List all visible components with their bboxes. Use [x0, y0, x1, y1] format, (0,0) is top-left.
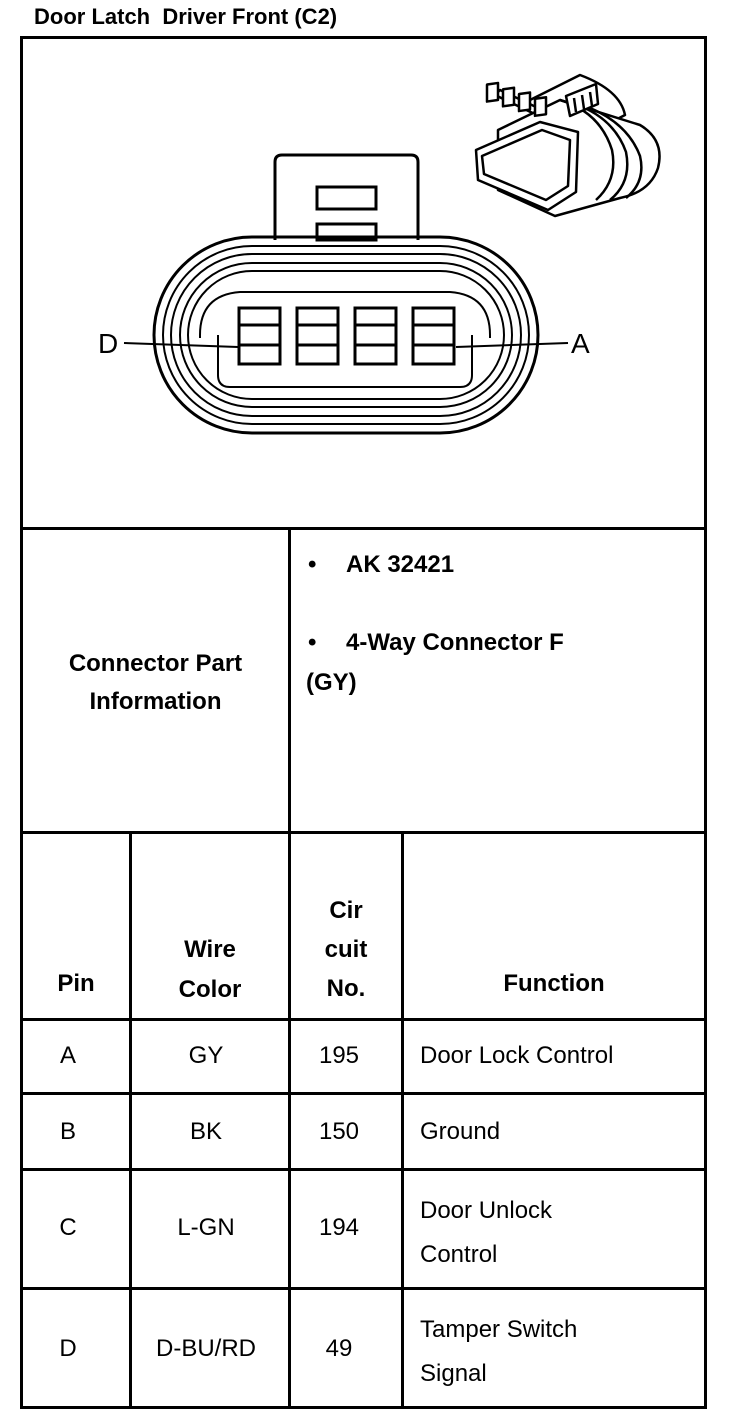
frame-top-border: [20, 36, 707, 39]
table-header-divider: [20, 1018, 707, 1021]
frame-bottom-border: [20, 1406, 707, 1409]
row-c-function-line2: Control: [420, 1241, 498, 1268]
connector-body-outline: [152, 235, 540, 435]
connector-info-label: Connector Part Information: [23, 645, 288, 721]
connector-info-label-line2: Information: [89, 688, 222, 715]
header-pin: Pin: [57, 970, 95, 997]
row-c-color: L-GN: [177, 1214, 235, 1241]
connector-info-label-line1: Connector Part: [68, 650, 243, 677]
connector-iso-view: [474, 73, 661, 218]
bullet-part-number: • AK 32421: [308, 551, 454, 579]
page-title: Door Latch Driver Front (C2): [34, 4, 338, 29]
row-b-pin: B: [59, 1118, 76, 1145]
bullet-icon: •: [308, 551, 317, 578]
row-d-function-line1: Tamper Switch: [420, 1316, 578, 1343]
row-d-function: Tamper Switch Signal: [420, 1308, 577, 1396]
bullet-connector-type: • 4-Way Connector F: [308, 629, 564, 657]
row-a-circuit: 195: [318, 1042, 360, 1069]
row-c-pin: C: [59, 1214, 77, 1241]
row-d-pin: D: [59, 1335, 77, 1362]
table-col-line-1: [129, 831, 132, 1409]
frame-right-border: [704, 36, 707, 1409]
row-d-color: D-BU/RD: [156, 1335, 256, 1362]
row-c-function-line1: Door Unlock: [420, 1197, 553, 1224]
row-b-function: Ground: [420, 1118, 501, 1145]
row-a-function: Door Lock Control: [420, 1042, 614, 1069]
table-row-divider-1: [20, 1092, 707, 1095]
connector-pin-cavities: [237, 306, 456, 366]
row-c-circuit: 194: [318, 1214, 360, 1241]
row-d-circuit: 49: [325, 1335, 353, 1362]
table-col-line-2: [288, 831, 291, 1409]
info-vertical-divider: [288, 527, 291, 834]
pin-a-label: A: [571, 328, 590, 359]
table-row-divider-2: [20, 1168, 707, 1171]
connector-color-code: (GY): [306, 669, 357, 696]
bullet-icon: •: [308, 629, 317, 656]
row-a-color: GY: [188, 1042, 224, 1069]
header-circuit-line3: No.: [326, 975, 366, 1002]
table-row-divider-3: [20, 1287, 707, 1290]
pin-d-leader-line: [123, 342, 239, 348]
row-d-function-line2: Signal: [420, 1360, 487, 1387]
row-c-function: Door Unlock Control: [420, 1189, 552, 1277]
connector-diagram: D A: [98, 73, 661, 435]
frame-left-border: [20, 36, 23, 1409]
header-circuit-no: Cir cuit No.: [291, 891, 401, 1008]
connector-type: 4-Way Connector F: [346, 629, 564, 656]
header-wire-color-line2: Color: [178, 976, 242, 1003]
pin-d-label: D: [98, 328, 118, 359]
part-number: AK 32421: [346, 551, 455, 578]
header-circuit-line2: cuit: [324, 936, 368, 963]
connector-lock-tab: [273, 153, 420, 242]
diagram-divider: [20, 527, 707, 530]
header-circuit-line1: Cir: [329, 897, 363, 924]
row-a-pin: A: [59, 1042, 76, 1069]
pin-a-leader-line: [455, 342, 569, 348]
info-divider: [20, 831, 707, 834]
row-b-circuit: 150: [318, 1118, 360, 1145]
header-wire-color-line1: Wire: [184, 936, 236, 963]
header-wire-color: Wire Color: [132, 930, 288, 1010]
header-function: Function: [503, 970, 605, 997]
table-col-line-3: [401, 831, 404, 1409]
row-b-color: BK: [189, 1118, 222, 1145]
